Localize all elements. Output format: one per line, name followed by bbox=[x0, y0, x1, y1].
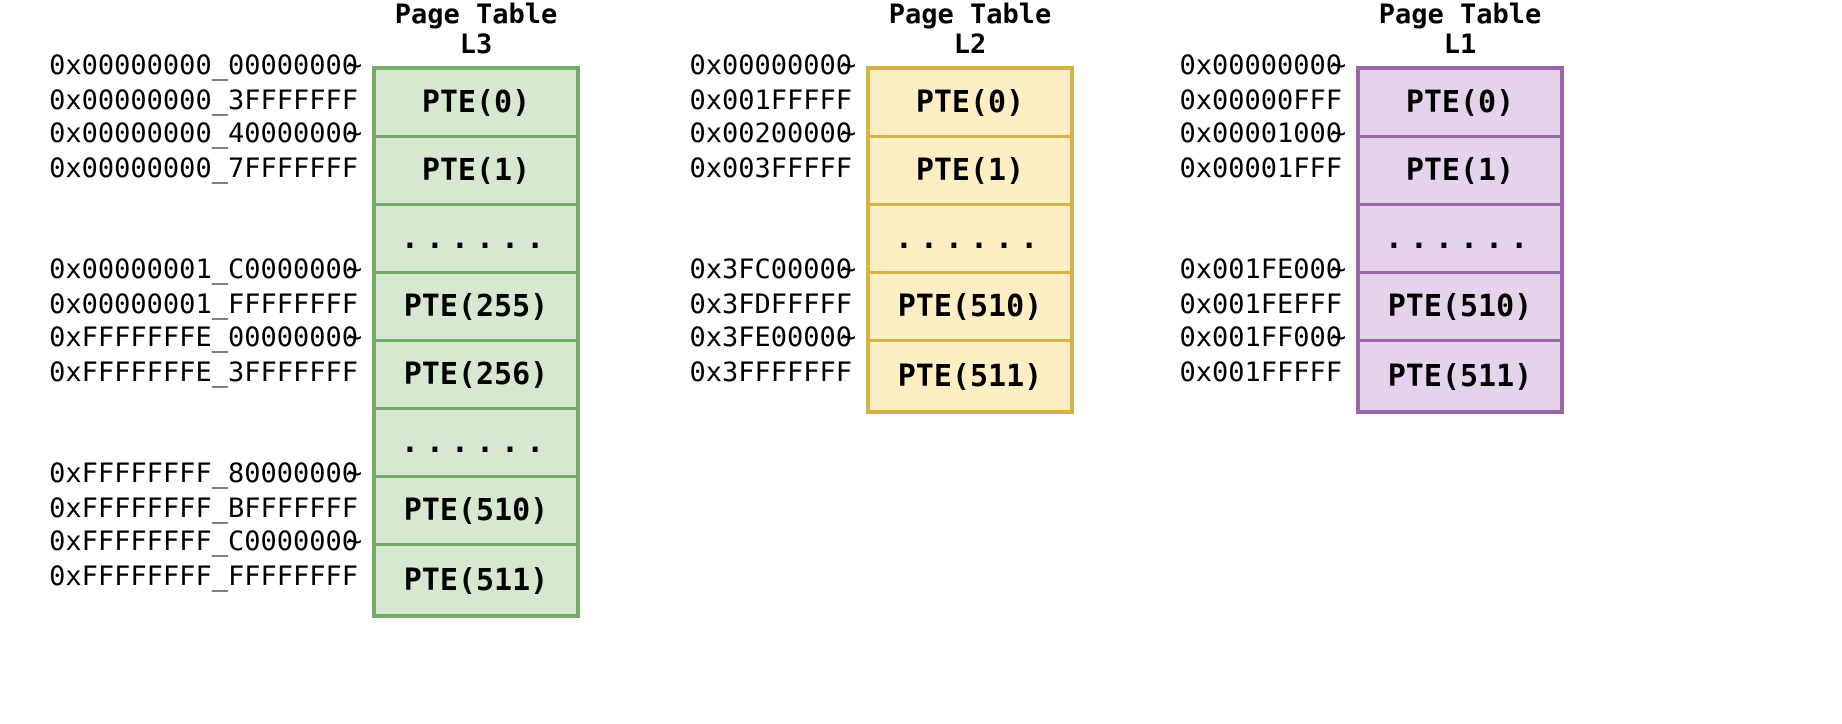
address-range-end: 0x003FFFFF bbox=[689, 153, 852, 184]
address-range-end: 0x00000001_FFFFFFFF bbox=[49, 289, 358, 320]
address-range-start: 0x00000000 bbox=[689, 50, 852, 81]
address-range-end: 0x00000000_3FFFFFFF bbox=[49, 85, 358, 116]
address-range-label: 0x3FC00000 0x3FDFFFFF bbox=[689, 252, 852, 322]
pte-ellipsis-cell: ...... bbox=[870, 206, 1070, 274]
address-range-label: 0x001FF000 0x001FFFFF bbox=[1179, 320, 1342, 390]
pte-ellipsis-cell: ...... bbox=[376, 206, 576, 274]
address-range-start: 0x3FC00000 bbox=[689, 254, 852, 285]
address-range-start: 0x3FE00000 bbox=[689, 322, 852, 353]
address-range-start: 0xFFFFFFFE_00000000 bbox=[49, 322, 358, 353]
range-separator-tilde: ~ bbox=[345, 118, 363, 149]
address-range-end: 0x3FDFFFFF bbox=[689, 289, 852, 320]
range-separator-tilde: ~ bbox=[1329, 50, 1347, 81]
pte-cell: PTE(511) bbox=[376, 546, 576, 614]
address-range-start: 0x00000000_40000000 bbox=[49, 118, 358, 149]
address-range-start: 0x00000000 bbox=[1179, 50, 1342, 81]
range-separator-tilde: ~ bbox=[839, 118, 857, 149]
address-range-label: 0x00200000 0x003FFFFF bbox=[689, 116, 852, 186]
address-range-label: 0xFFFFFFFE_00000000 0xFFFFFFFE_3FFFFFFF bbox=[49, 320, 358, 390]
range-separator-tilde: ~ bbox=[345, 458, 363, 489]
pte-cell: PTE(510) bbox=[870, 274, 1070, 342]
pte-cell: PTE(1) bbox=[870, 138, 1070, 206]
address-range-end: 0xFFFFFFFE_3FFFFFFF bbox=[49, 357, 358, 388]
address-range-end: 0xFFFFFFFF_FFFFFFFF bbox=[49, 561, 358, 592]
pte-cell: PTE(0) bbox=[376, 70, 576, 138]
range-separator-tilde: ~ bbox=[1329, 118, 1347, 149]
page-table-body-l1: PTE(0)PTE(1)......PTE(510)PTE(511) bbox=[1356, 66, 1564, 414]
address-range-end: 0x3FFFFFFF bbox=[689, 357, 852, 388]
pte-cell: PTE(0) bbox=[870, 70, 1070, 138]
address-range-label: 0x3FE00000 0x3FFFFFFF bbox=[689, 320, 852, 390]
address-range-label: 0xFFFFFFFF_C0000000 0xFFFFFFFF_FFFFFFFF bbox=[49, 524, 358, 594]
pte-cell: PTE(1) bbox=[1360, 138, 1560, 206]
page-table-title-l1: Page Table bbox=[1378, 0, 1542, 30]
page-table-level-l2: L2 bbox=[953, 29, 987, 60]
range-separator-tilde: ~ bbox=[1329, 322, 1347, 353]
page-table-level-l1: L1 bbox=[1443, 29, 1477, 60]
pte-cell: PTE(1) bbox=[376, 138, 576, 206]
pte-cell: PTE(511) bbox=[1360, 342, 1560, 410]
pte-cell: PTE(511) bbox=[870, 342, 1070, 410]
address-range-label: 0x00000000_40000000 0x00000000_7FFFFFFF bbox=[49, 116, 358, 186]
address-range-end: 0x001FFFFF bbox=[689, 85, 852, 116]
address-range-start: 0x00000001_C0000000 bbox=[49, 254, 358, 285]
address-range-end: 0x001FEFFF bbox=[1179, 289, 1342, 320]
range-separator-tilde: ~ bbox=[345, 254, 363, 285]
address-range-label: 0x00001000 0x00001FFF bbox=[1179, 116, 1342, 186]
pte-cell: PTE(510) bbox=[1360, 274, 1560, 342]
address-range-start: 0x001FF000 bbox=[1179, 322, 1342, 353]
address-range-end: 0x00001FFF bbox=[1179, 153, 1342, 184]
address-range-start: 0x00001000 bbox=[1179, 118, 1342, 149]
address-range-start: 0xFFFFFFFF_80000000 bbox=[49, 458, 358, 489]
address-range-end: 0x00000000_7FFFFFFF bbox=[49, 153, 358, 184]
pte-cell: PTE(255) bbox=[376, 274, 576, 342]
pte-cell: PTE(256) bbox=[376, 342, 576, 410]
range-separator-tilde: ~ bbox=[345, 526, 363, 557]
page-table-title-l2: Page Table bbox=[888, 0, 1052, 30]
address-range-label: 0x00000000_00000000 0x00000000_3FFFFFFF bbox=[49, 48, 358, 118]
pte-cell: PTE(510) bbox=[376, 478, 576, 546]
page-table-level-l3: L3 bbox=[459, 29, 493, 60]
page-table-body-l2: PTE(0)PTE(1)......PTE(510)PTE(511) bbox=[866, 66, 1074, 414]
address-range-end: 0x001FFFFF bbox=[1179, 357, 1342, 388]
address-range-end: 0xFFFFFFFF_BFFFFFFF bbox=[49, 493, 358, 524]
page-table-body-l3: PTE(0)PTE(1)......PTE(255)PTE(256)......… bbox=[372, 66, 580, 618]
address-range-start: 0xFFFFFFFF_C0000000 bbox=[49, 526, 358, 557]
range-separator-tilde: ~ bbox=[839, 254, 857, 285]
range-separator-tilde: ~ bbox=[1329, 254, 1347, 285]
pte-ellipsis-cell: ...... bbox=[1360, 206, 1560, 274]
address-range-label: 0x00000000 0x00000FFF bbox=[1179, 48, 1342, 118]
address-range-label: 0x00000000 0x001FFFFF bbox=[689, 48, 852, 118]
address-range-start: 0x00200000 bbox=[689, 118, 852, 149]
range-separator-tilde: ~ bbox=[839, 50, 857, 81]
range-separator-tilde: ~ bbox=[345, 322, 363, 353]
address-range-label: 0x001FE000 0x001FEFFF bbox=[1179, 252, 1342, 322]
address-range-label: 0xFFFFFFFF_80000000 0xFFFFFFFF_BFFFFFFF bbox=[49, 456, 358, 526]
page-table-title-l3: Page Table bbox=[394, 0, 558, 30]
range-separator-tilde: ~ bbox=[839, 322, 857, 353]
range-separator-tilde: ~ bbox=[345, 50, 363, 81]
address-range-end: 0x00000FFF bbox=[1179, 85, 1342, 116]
address-range-start: 0x00000000_00000000 bbox=[49, 50, 358, 81]
pte-ellipsis-cell: ...... bbox=[376, 410, 576, 478]
address-range-start: 0x001FE000 bbox=[1179, 254, 1342, 285]
address-range-label: 0x00000001_C0000000 0x00000001_FFFFFFFF bbox=[49, 252, 358, 322]
pte-cell: PTE(0) bbox=[1360, 70, 1560, 138]
